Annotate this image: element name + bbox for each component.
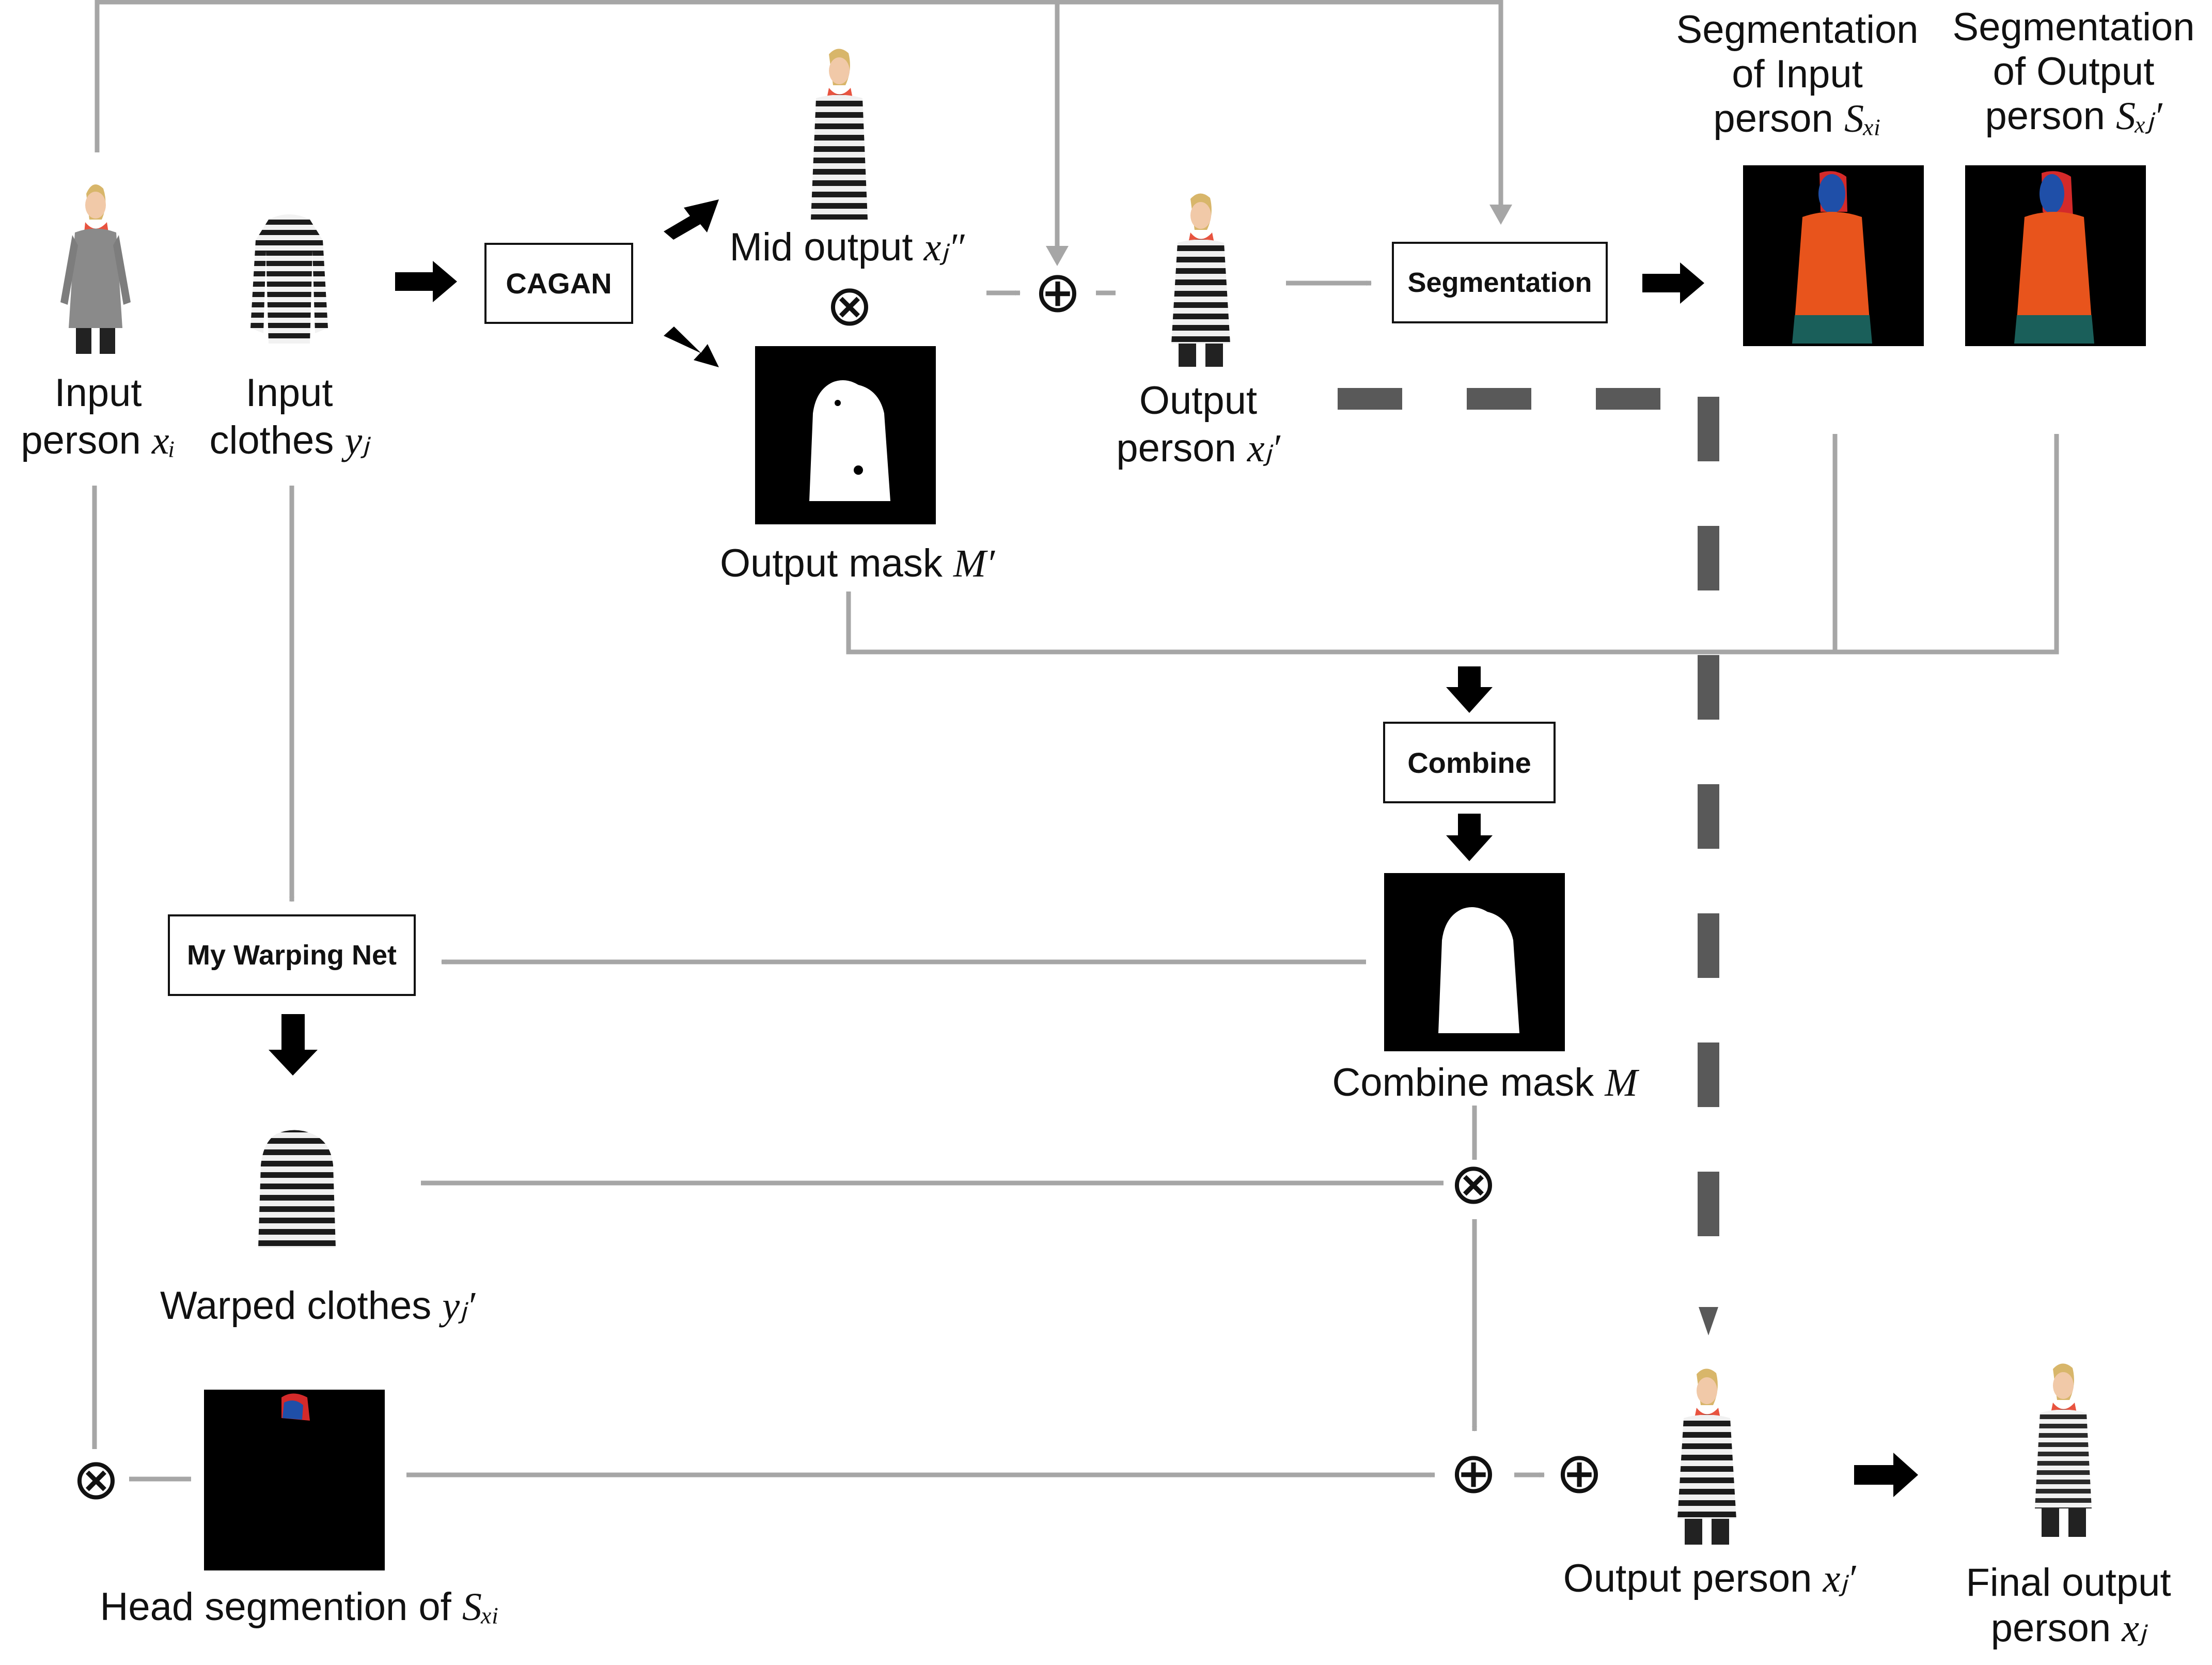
segmentation-box: Segmentation bbox=[1392, 242, 1608, 323]
combine-mask-image bbox=[1384, 873, 1565, 1051]
combine-box: Combine bbox=[1383, 722, 1556, 803]
segmentation-output-label-line2: of Output bbox=[1993, 50, 2155, 94]
mid-output-image bbox=[757, 44, 922, 220]
arrow-to-final-output bbox=[1854, 1453, 1918, 1497]
input-person-image bbox=[44, 173, 142, 359]
arrow-warping-to-warped bbox=[269, 1014, 318, 1076]
segmentation-output-label: Segmentation of Output person Sₓⱼ′ bbox=[1939, 5, 2208, 138]
output-person-bottom-image bbox=[1622, 1364, 1790, 1545]
final-output-image bbox=[1981, 1359, 2146, 1539]
head-segmentation-image bbox=[204, 1390, 385, 1570]
top-feedback-line bbox=[95, 0, 1503, 248]
final-output-label: Final output person xⱼ bbox=[1932, 1560, 2205, 1651]
connector-masks-merge bbox=[846, 434, 2059, 655]
input-clothes-label-line1: Input bbox=[245, 371, 333, 415]
head-segmentation-label: Head segmention of Sₓᵢ bbox=[100, 1585, 499, 1629]
input-person-label: Input person xᵢ bbox=[5, 369, 191, 464]
cagan-box: CAGAN bbox=[484, 243, 633, 324]
arrow-cagan-to-mid-output bbox=[664, 199, 719, 240]
segmentation-map-icon bbox=[281, 1393, 310, 1421]
input-clothes-label: Input clothes yⱼ bbox=[201, 369, 377, 464]
output-person-bottom-label: Output person xⱼ′ bbox=[1563, 1557, 1856, 1600]
warping-net-box: My Warping Net bbox=[168, 914, 416, 996]
arrow-combine-to-mask bbox=[1446, 814, 1493, 861]
segmentation-input-label-line2: of Input bbox=[1732, 52, 1863, 96]
arrow-cagan-to-mask bbox=[664, 326, 719, 367]
output-mask-image bbox=[755, 346, 936, 524]
segmentation-input-label: Segmentation of Input person Sₓᵢ bbox=[1660, 8, 1934, 141]
add-operator-bottom-1: ⊕ bbox=[1449, 1440, 1498, 1506]
output-person-top-image bbox=[1116, 189, 1283, 367]
striped-sweater-icon bbox=[250, 214, 328, 344]
output-person-top-label-line2: person xⱼ′ bbox=[1116, 426, 1280, 470]
add-operator-top: ⊕ bbox=[1033, 259, 1082, 325]
woman-photo-icon bbox=[2035, 1363, 2092, 1537]
segmentation-output-label-line1: Segmentation bbox=[1952, 5, 2195, 49]
multiply-operator-left: ⊗ bbox=[72, 1446, 120, 1512]
warped-clothes-label: Warped clothes yⱼ′ bbox=[160, 1284, 475, 1328]
striped-sweater-icon bbox=[258, 1130, 336, 1248]
add-operator-bottom-2: ⊕ bbox=[1555, 1440, 1604, 1506]
mid-output-label: Mid output xⱼ″ bbox=[729, 225, 965, 269]
input-person-label-line1: Input bbox=[54, 371, 142, 415]
white-mask-icon bbox=[1438, 907, 1519, 1033]
segmentation-map-icon bbox=[2014, 171, 2094, 344]
woman-photo-icon bbox=[1171, 193, 1230, 367]
final-output-label-line2: person xⱼ bbox=[1990, 1606, 2146, 1650]
woman-photo-icon bbox=[1677, 1368, 1736, 1545]
combine-mask-label: Combine mask M bbox=[1332, 1061, 1638, 1104]
white-mask-icon bbox=[809, 380, 890, 501]
arrow-inputs-to-cagan bbox=[395, 261, 457, 302]
input-clothes-image bbox=[238, 209, 341, 356]
segmentation-output-image bbox=[1965, 165, 2146, 346]
input-clothes-label-line2: clothes yⱼ bbox=[209, 418, 369, 462]
output-person-top-label-line1: Output bbox=[1139, 379, 1258, 423]
output-mask-label: Output mask M′ bbox=[720, 541, 995, 585]
segmentation-output-label-line3: person Sₓⱼ′ bbox=[1985, 94, 2162, 138]
segmentation-input-image bbox=[1743, 165, 1924, 346]
multiply-operator-combine: ⊗ bbox=[1449, 1150, 1498, 1217]
arrowhead-top-to-segmentation bbox=[1489, 205, 1512, 225]
arrowhead-top-to-plus bbox=[1046, 246, 1069, 266]
output-person-top-label: Output person xⱼ′ bbox=[1090, 377, 1307, 472]
arrow-segmentation-to-maps bbox=[1642, 262, 1704, 304]
woman-photo-icon bbox=[60, 184, 131, 354]
woman-photo-icon bbox=[811, 49, 868, 220]
final-output-label-line1: Final output bbox=[1966, 1561, 2171, 1605]
dashed-arrowhead bbox=[1699, 1307, 1718, 1335]
arrow-to-combine bbox=[1446, 666, 1493, 713]
input-person-label-line2: person xᵢ bbox=[21, 418, 176, 462]
warped-clothes-image bbox=[207, 1093, 385, 1271]
segmentation-map-icon bbox=[1792, 171, 1872, 344]
multiply-operator-mid: ⊗ bbox=[825, 272, 874, 338]
segmentation-input-label-line1: Segmentation bbox=[1676, 8, 1919, 52]
segmentation-input-label-line3: person Sₓᵢ bbox=[1713, 97, 1881, 141]
